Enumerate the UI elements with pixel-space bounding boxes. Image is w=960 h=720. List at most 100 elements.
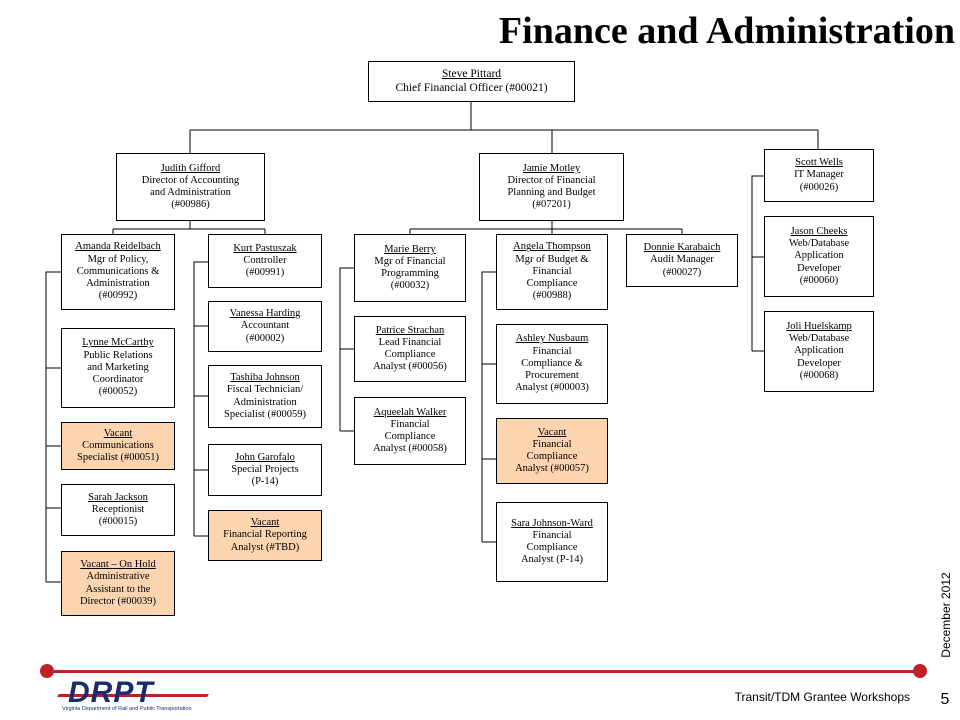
role-line: Assistant to the xyxy=(85,583,151,595)
role-line: Communications xyxy=(82,439,154,451)
role-line: Compliance xyxy=(526,451,578,462)
box-director-financial-planning: Jamie Motley Director of Financial Plann… xyxy=(479,153,624,221)
person-name: Donnie Karabaich xyxy=(643,242,721,254)
footer-dot-left xyxy=(40,664,54,678)
role-line: (#00992) xyxy=(98,290,138,302)
person-name: Jamie Motley xyxy=(522,162,581,174)
person-name: Vacant – On Hold xyxy=(80,559,156,571)
connector-wells-spine xyxy=(751,175,764,351)
person-name: Joli Huelskamp xyxy=(786,320,852,332)
role-line: Compliance xyxy=(384,431,436,442)
role-line: Application xyxy=(794,250,844,262)
page-title: Finance and Administration xyxy=(498,10,955,52)
role-line: Financial xyxy=(532,265,572,277)
connector-reidelbach-spine xyxy=(45,271,61,582)
role-line: and Marketing xyxy=(87,361,149,373)
role-line: Coordinator xyxy=(92,374,144,386)
role-line: and Administration xyxy=(150,187,231,198)
person-name: Steve Pittard xyxy=(441,68,502,80)
box-lead-financial-compliance-analyst: Patrice Strachan Lead Financial Complian… xyxy=(354,316,466,382)
role-line: Developer xyxy=(797,357,841,369)
role-line: Accountant xyxy=(240,320,290,332)
person-name: John Garofalo xyxy=(235,451,295,463)
role-line: Financial Reporting xyxy=(223,529,307,541)
date-label: December 2012 xyxy=(939,572,953,658)
footer-divider xyxy=(47,670,920,673)
role-line: Administrative xyxy=(86,571,150,583)
logo-wordmark: DRPT xyxy=(68,676,154,709)
box-financial-compliance-analyst-walker: Aqueelah Walker Financial Compliance Ana… xyxy=(354,397,466,465)
connector-berry-spine xyxy=(339,267,354,431)
box-vacant-administrative-assistant: Vacant – On Hold Administrative Assistan… xyxy=(61,551,175,616)
box-mgr-budget-financial-compliance: Angela Thompson Mgr of Budget & Financia… xyxy=(496,234,608,310)
box-audit-manager: Donnie Karabaich Audit Manager (#00027) xyxy=(626,234,738,287)
box-controller: Kurt Pastuszak Controller (#00991) xyxy=(208,234,322,288)
person-name: Amanda Reidelbach xyxy=(75,241,161,253)
connector-wells-children xyxy=(752,256,764,352)
box-accountant: Vanessa Harding Accountant (#00002) xyxy=(208,301,322,352)
role-line: Web/Database xyxy=(788,333,850,345)
person-name: Sara Johnson-Ward xyxy=(511,517,593,529)
box-fiscal-technician: Tashiba Johnson Fiscal Technician/ Admin… xyxy=(208,365,322,428)
connector-berry-children xyxy=(340,348,354,432)
role-line: (#00052) xyxy=(98,386,138,398)
person-name: Ashley Nusbaum xyxy=(515,333,589,345)
person-name: Lynne McCarthy xyxy=(82,337,154,349)
connector-gifford-bus xyxy=(112,221,266,234)
role-line: (#00015) xyxy=(98,516,138,528)
role-line: Administration xyxy=(233,396,297,408)
role-line: Financial xyxy=(532,438,572,450)
role-line: (#00986) xyxy=(171,199,210,211)
role-line: Director of Financial xyxy=(507,174,596,186)
role-line: (#00991) xyxy=(245,267,285,279)
role-line: (#07201) xyxy=(532,199,571,211)
role-line: Analyst (#00057) xyxy=(515,463,589,475)
box-mgr-policy-communications: Amanda Reidelbach Mgr of Policy, Communi… xyxy=(61,234,175,310)
box-vacant-financial-reporting-analyst: Vacant Financial Reporting Analyst (#TBD… xyxy=(208,510,322,561)
role-line: Audit Manager xyxy=(650,254,714,266)
role-line: Director of Accounting xyxy=(141,174,240,186)
box-public-relations-coordinator: Lynne McCarthy Public Relations and Mark… xyxy=(61,328,175,408)
connector-pastuszak-children xyxy=(194,325,208,537)
role-line: Fiscal Technician/ xyxy=(226,384,304,396)
role-line: Chief Financial Officer (#00021) xyxy=(395,81,548,94)
box-financial-compliance-procurement-analyst: Ashley Nusbaum Financial Compliance & Pr… xyxy=(496,324,608,404)
role-line: Developer xyxy=(797,262,841,274)
role-line: (#00060) xyxy=(799,274,839,286)
role-line: Web/Database xyxy=(788,238,850,250)
role-line: Compliance & xyxy=(521,357,583,369)
role-line: Mgr of Policy, xyxy=(87,253,149,265)
role-line: Analyst (#TBD) xyxy=(230,541,300,553)
role-line: (#00002) xyxy=(245,332,285,344)
role-line: (#00988) xyxy=(532,290,572,302)
drpt-logo: DRPT Virginia Department of Rail and Pub… xyxy=(57,676,209,716)
box-web-database-developer-cheeks: Jason Cheeks Web/Database Application De… xyxy=(764,216,874,297)
box-mgr-financial-programming: Marie Berry Mgr of Financial Programming… xyxy=(354,234,466,302)
role-line: Compliance xyxy=(526,278,578,290)
role-line: Financial xyxy=(532,345,572,357)
box-vacant-communications-specialist: Vacant Communications Specialist (#00051… xyxy=(61,422,175,470)
role-line: Administration xyxy=(86,278,150,290)
person-name: Vacant xyxy=(537,426,567,438)
connector-pastuszak-spine xyxy=(193,261,208,536)
role-line: Lead Financial xyxy=(378,336,442,348)
role-line: Controller xyxy=(243,254,287,266)
person-name: Vanessa Harding xyxy=(229,308,301,320)
person-name: Aqueelah Walker xyxy=(373,406,447,418)
role-line: Financial xyxy=(532,529,572,541)
connector-motley-bus xyxy=(409,221,683,234)
person-name: Marie Berry xyxy=(384,243,436,255)
connector-thompson-children xyxy=(482,363,496,543)
role-line: Application xyxy=(794,345,844,357)
role-line: (#00032) xyxy=(390,280,430,292)
box-financial-compliance-analyst-johnson-ward: Sara Johnson-Ward Financial Compliance A… xyxy=(496,502,608,582)
box-web-database-developer-huelskamp: Joli Huelskamp Web/Database Application … xyxy=(764,311,874,392)
person-name: Scott Wells xyxy=(795,157,843,169)
box-it-manager: Scott Wells IT Manager (#00026) xyxy=(764,149,874,202)
role-line: Analyst (P-14) xyxy=(520,554,584,566)
role-line: Programming xyxy=(381,268,439,279)
role-line: Procurement xyxy=(525,370,579,382)
box-cfo: Steve Pittard Chief Financial Officer (#… xyxy=(368,61,575,102)
role-line: Communications & xyxy=(76,265,160,277)
